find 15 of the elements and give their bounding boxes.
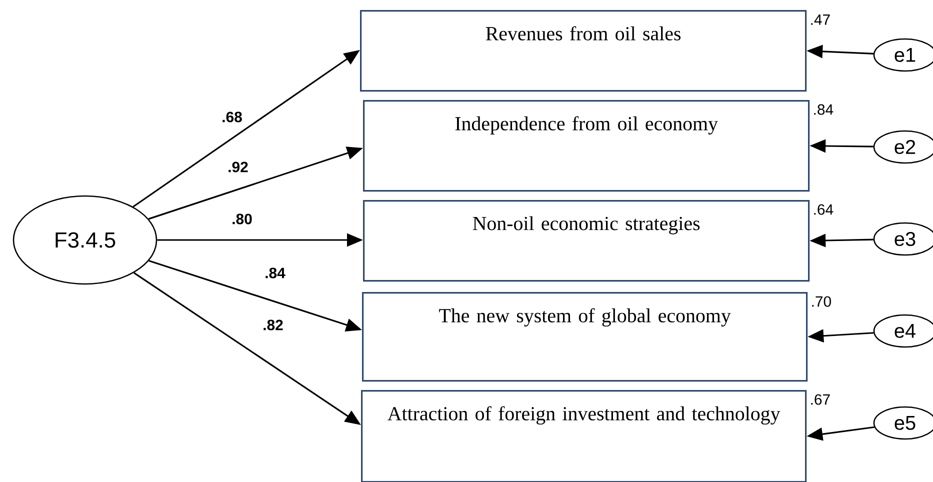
path-coefficient: .92 <box>228 162 248 172</box>
indicator-box: The new system of global economy <box>362 292 808 382</box>
indicator-box: Independence from oil economy <box>363 100 810 192</box>
r-squared-value: .70 <box>812 296 831 307</box>
path-coefficient: .80 <box>232 214 252 224</box>
indicator-box: Revenues from oil sales <box>360 10 807 92</box>
path-coefficient: .68 <box>222 112 242 122</box>
path-coefficient: .82 <box>264 320 283 330</box>
r-squared-value: .67 <box>811 394 830 405</box>
r-squared-value: .84 <box>814 104 834 115</box>
r-squared-value: .64 <box>814 204 834 215</box>
path-coefficient: .84 <box>266 268 286 278</box>
r-squared-value: .47 <box>811 14 830 25</box>
indicator-box: Non-oil economic strategies <box>363 200 810 282</box>
indicator-box: Attraction of foreign investment and technology <box>361 390 807 482</box>
